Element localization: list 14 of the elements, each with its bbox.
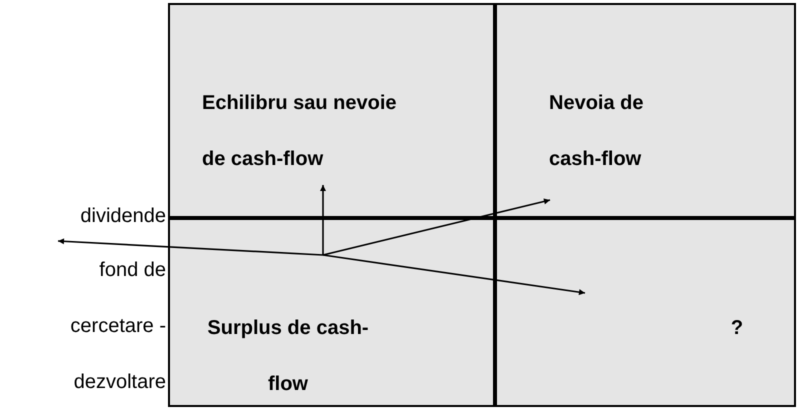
cell-label: Surplus de cash-flow (206, 316, 370, 397)
side-label: fond de cercetare - dezvoltare (69, 258, 166, 395)
cell-label: ? (730, 316, 744, 341)
matrix-cell (168, 3, 495, 218)
cell-label: Echilibru sau nevoie de cash-flow (202, 91, 398, 172)
matrix-cell (168, 218, 495, 407)
matrix-cell (495, 218, 796, 407)
arrow (322, 254, 586, 296)
side-label: dividende (79, 204, 166, 229)
cell-label: Nevoia de cash-flow (549, 91, 644, 172)
arrow (320, 185, 326, 255)
matrix-cell (495, 3, 796, 218)
arrow (322, 198, 550, 256)
arrow (58, 238, 324, 256)
